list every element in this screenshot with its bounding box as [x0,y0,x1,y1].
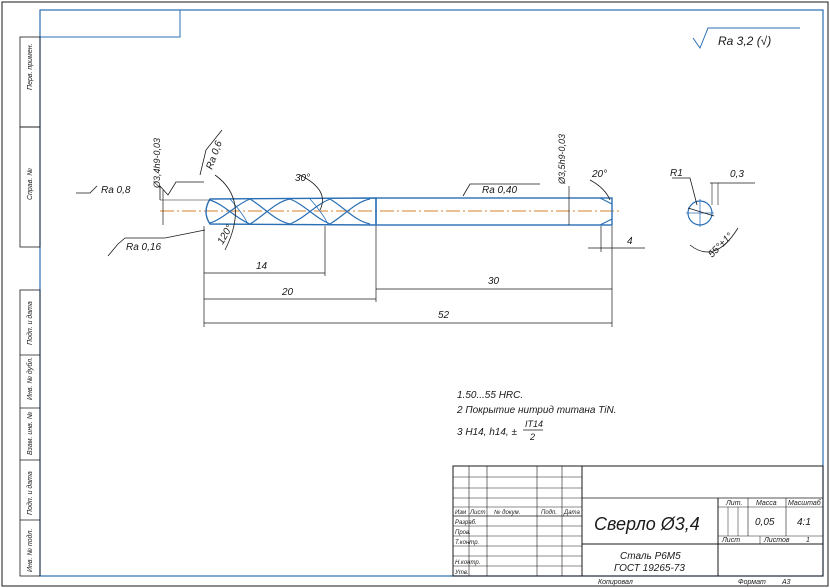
stamp-label: Справ. № [27,168,34,200]
dim-30: 30 [488,276,500,287]
angle-helix: 30° [295,173,310,184]
detail-view: R1 0,3 55°±1° [670,168,755,260]
stamp-label: Инв. № дубл. [26,357,34,400]
title-block: Изм Лист № докум. Подп. Дата Разраб. Про… [452,465,824,577]
col-header: Подп. [541,510,557,516]
row-label: Пров. [455,530,471,536]
tip-roughness: Ra 0,6 [199,129,225,176]
inner-frame [39,9,824,577]
col-header: № докум. [494,509,520,516]
dim-52: 52 [438,310,450,321]
drawing-title: Сверло Ø3,4 [594,514,700,534]
scale-value: 4:1 [797,517,811,528]
material: Сталь Р6М5 [620,551,681,562]
note-3-num: IT14 [525,419,543,429]
general-roughness: Ra 3,2 (√) [692,27,800,50]
detail-angle: 55°±1° [706,231,735,260]
scale-label: Масштаб [788,499,822,507]
ra-edge: Ra 0,16 [126,242,161,253]
format-label: Формат [738,579,766,586]
note-1: 1.50...55 HRC. [457,390,523,401]
note-2: 2 Покрытие нитрид титана TiN. [456,405,617,416]
copied-label: Копировал [598,579,633,586]
technical-notes: 1.50...55 HRC. 2 Покрытие нитрид титана … [456,390,617,442]
ra-shank: Ra 0,40 [482,185,517,196]
format-value: А3 [781,579,791,586]
row-label: Разраб. [455,520,477,526]
col-header: Дата [563,510,580,516]
lit-label: Лит. [725,500,742,507]
note-3-den: 2 [529,432,535,442]
angle-chamfer: 20° [591,169,607,180]
dimensions: 14 20 30 52 4 [203,226,645,327]
drill-main-view [160,174,622,251]
col-header: Изм [455,510,466,516]
detail-r: R1 [670,168,683,179]
stamp-label: Инв. № подл. [26,529,34,572]
ra-tip-rotated: Ra 0,6 [204,139,225,171]
row-label: Т.контр. [455,540,479,546]
stamp-label: Взам. инв. № [27,411,34,455]
stamp-label: Перв. примен. [27,43,34,90]
top-left-box [40,10,181,38]
dim-14: 14 [256,261,268,272]
dim-4: 4 [627,236,633,247]
sheet-label: Лист [721,537,740,544]
detail-w: 0,3 [730,169,744,180]
stamp-label: Подп. и дата [26,471,34,515]
ra-tip: Ra 0,8 [101,185,131,196]
flute-body [205,197,377,226]
mass-label: Масса [756,500,777,507]
roughness-marks: Ra 0,8 Ra 0,16 Ra 0,40 [76,181,540,257]
row-label: Н.контр. [455,560,480,566]
helix-2 [209,198,371,225]
diameter-labels: Ø3,4h9-0,03 Ø3,5h9-0,03 [152,134,570,225]
note-3: 3 H14, h14, ± [457,427,517,438]
dia-shank: Ø3,5h9-0,03 [557,134,567,185]
angle-tip: 120° [216,223,236,246]
dim-20: 20 [281,287,294,298]
roughness-text: Ra 3,2 (√) [718,34,771,48]
mass-value: 0,05 [755,517,775,528]
standard: ГОСТ 19265-73 [614,563,685,574]
dia-tip: Ø3,4h9-0,03 [152,138,162,189]
helix-1 [209,198,371,225]
sheets-label: Листов [763,537,790,544]
side-stamp: Перв. примен. Справ. № Подп. и дата Инв.… [19,36,41,577]
col-header: Лист [469,510,485,516]
stamp-label: Подп. и дата [26,301,34,345]
row-label: Утв. [454,570,469,576]
sheets-value: 1 [806,537,810,544]
